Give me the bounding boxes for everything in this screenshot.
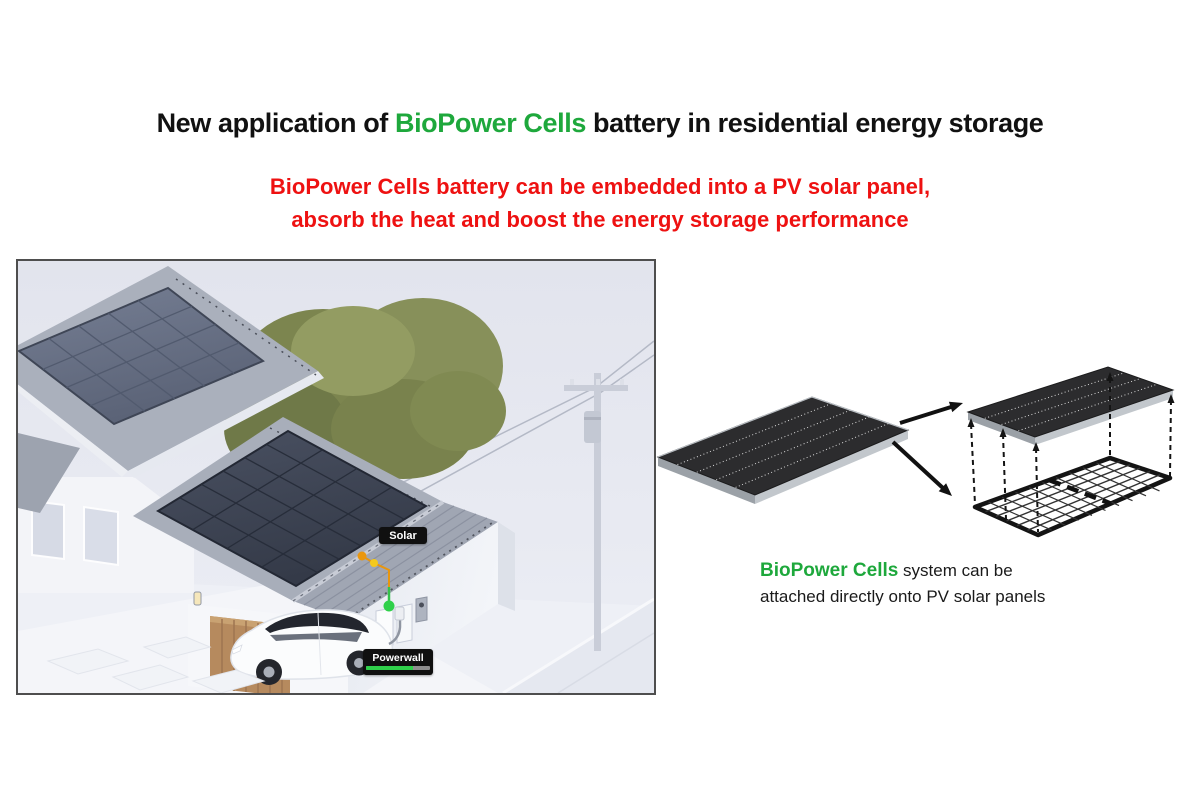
mesh-divider [1048, 477, 1112, 506]
back-house [18, 266, 324, 593]
house-scene-illustration [18, 261, 654, 693]
window [83, 505, 119, 567]
roof-tile-ribs [303, 505, 488, 618]
meter-node-dot [370, 559, 378, 567]
battery-gauge-fill [366, 666, 413, 670]
connector-arrowheads [967, 372, 1175, 451]
house-scene-figure: Solar Powerwall [16, 259, 656, 695]
pv-array-back-roof [18, 286, 265, 426]
caption-line-1: BioPower Cells system can be [760, 558, 1120, 584]
arrow-to-mesh-icon [891, 440, 946, 491]
solar-label-text: Solar [389, 530, 417, 542]
wall-lamp [193, 591, 202, 606]
attachment-diagram: BioPower Cells system can be attached di… [655, 360, 1195, 630]
pv-panel-exploded-top [966, 366, 1175, 445]
powerwall-label: Powerwall [363, 649, 433, 675]
title-suffix: battery in residential energy storage [585, 108, 1044, 138]
page-subtitle: BioPower Cells battery can be embedded i… [0, 170, 1200, 236]
charging-cable [388, 617, 402, 646]
battery-node-dot [383, 600, 395, 612]
caption-line-1-rest: system can be [898, 561, 1013, 580]
wall-charger [394, 606, 405, 621]
pv-panel-assembled [656, 396, 910, 504]
pv-array-garage-roof [156, 429, 428, 588]
utility-pole [564, 373, 628, 651]
window [31, 499, 65, 561]
title-prefix: New application of [156, 108, 395, 138]
car-glass-roof [265, 612, 369, 633]
subtitle-line-1: BioPower Cells battery can be embedded i… [269, 174, 931, 199]
explode-arrows [891, 401, 963, 496]
arrow-to-panel-icon [899, 405, 952, 425]
exploded-view-illustration [656, 366, 1175, 538]
ev-car [230, 606, 405, 685]
powerwall-label-text: Powerwall [372, 652, 424, 664]
subtitle-line-2: absorb the heat and boost the energy sto… [291, 207, 909, 232]
energy-flow-wire [357, 551, 395, 612]
caption-brand-highlight: BioPower Cells [760, 560, 899, 581]
solar-label: Solar [379, 527, 427, 544]
page-title: New application of BioPower Cells batter… [0, 108, 1200, 139]
inverter-box [415, 596, 428, 623]
title-brand-highlight: BioPower Cells [394, 108, 586, 138]
biopower-cells-mesh-layer [972, 455, 1173, 538]
alignment-dashed-connectors [970, 378, 1172, 533]
caption-line-2: attached directly onto PV solar panels [760, 587, 1046, 606]
diagram-caption: BioPower Cells system can be attached di… [760, 558, 1120, 610]
solar-node-dot [357, 551, 367, 561]
driveway-pavers [46, 636, 266, 693]
battery-gauge [366, 666, 430, 670]
